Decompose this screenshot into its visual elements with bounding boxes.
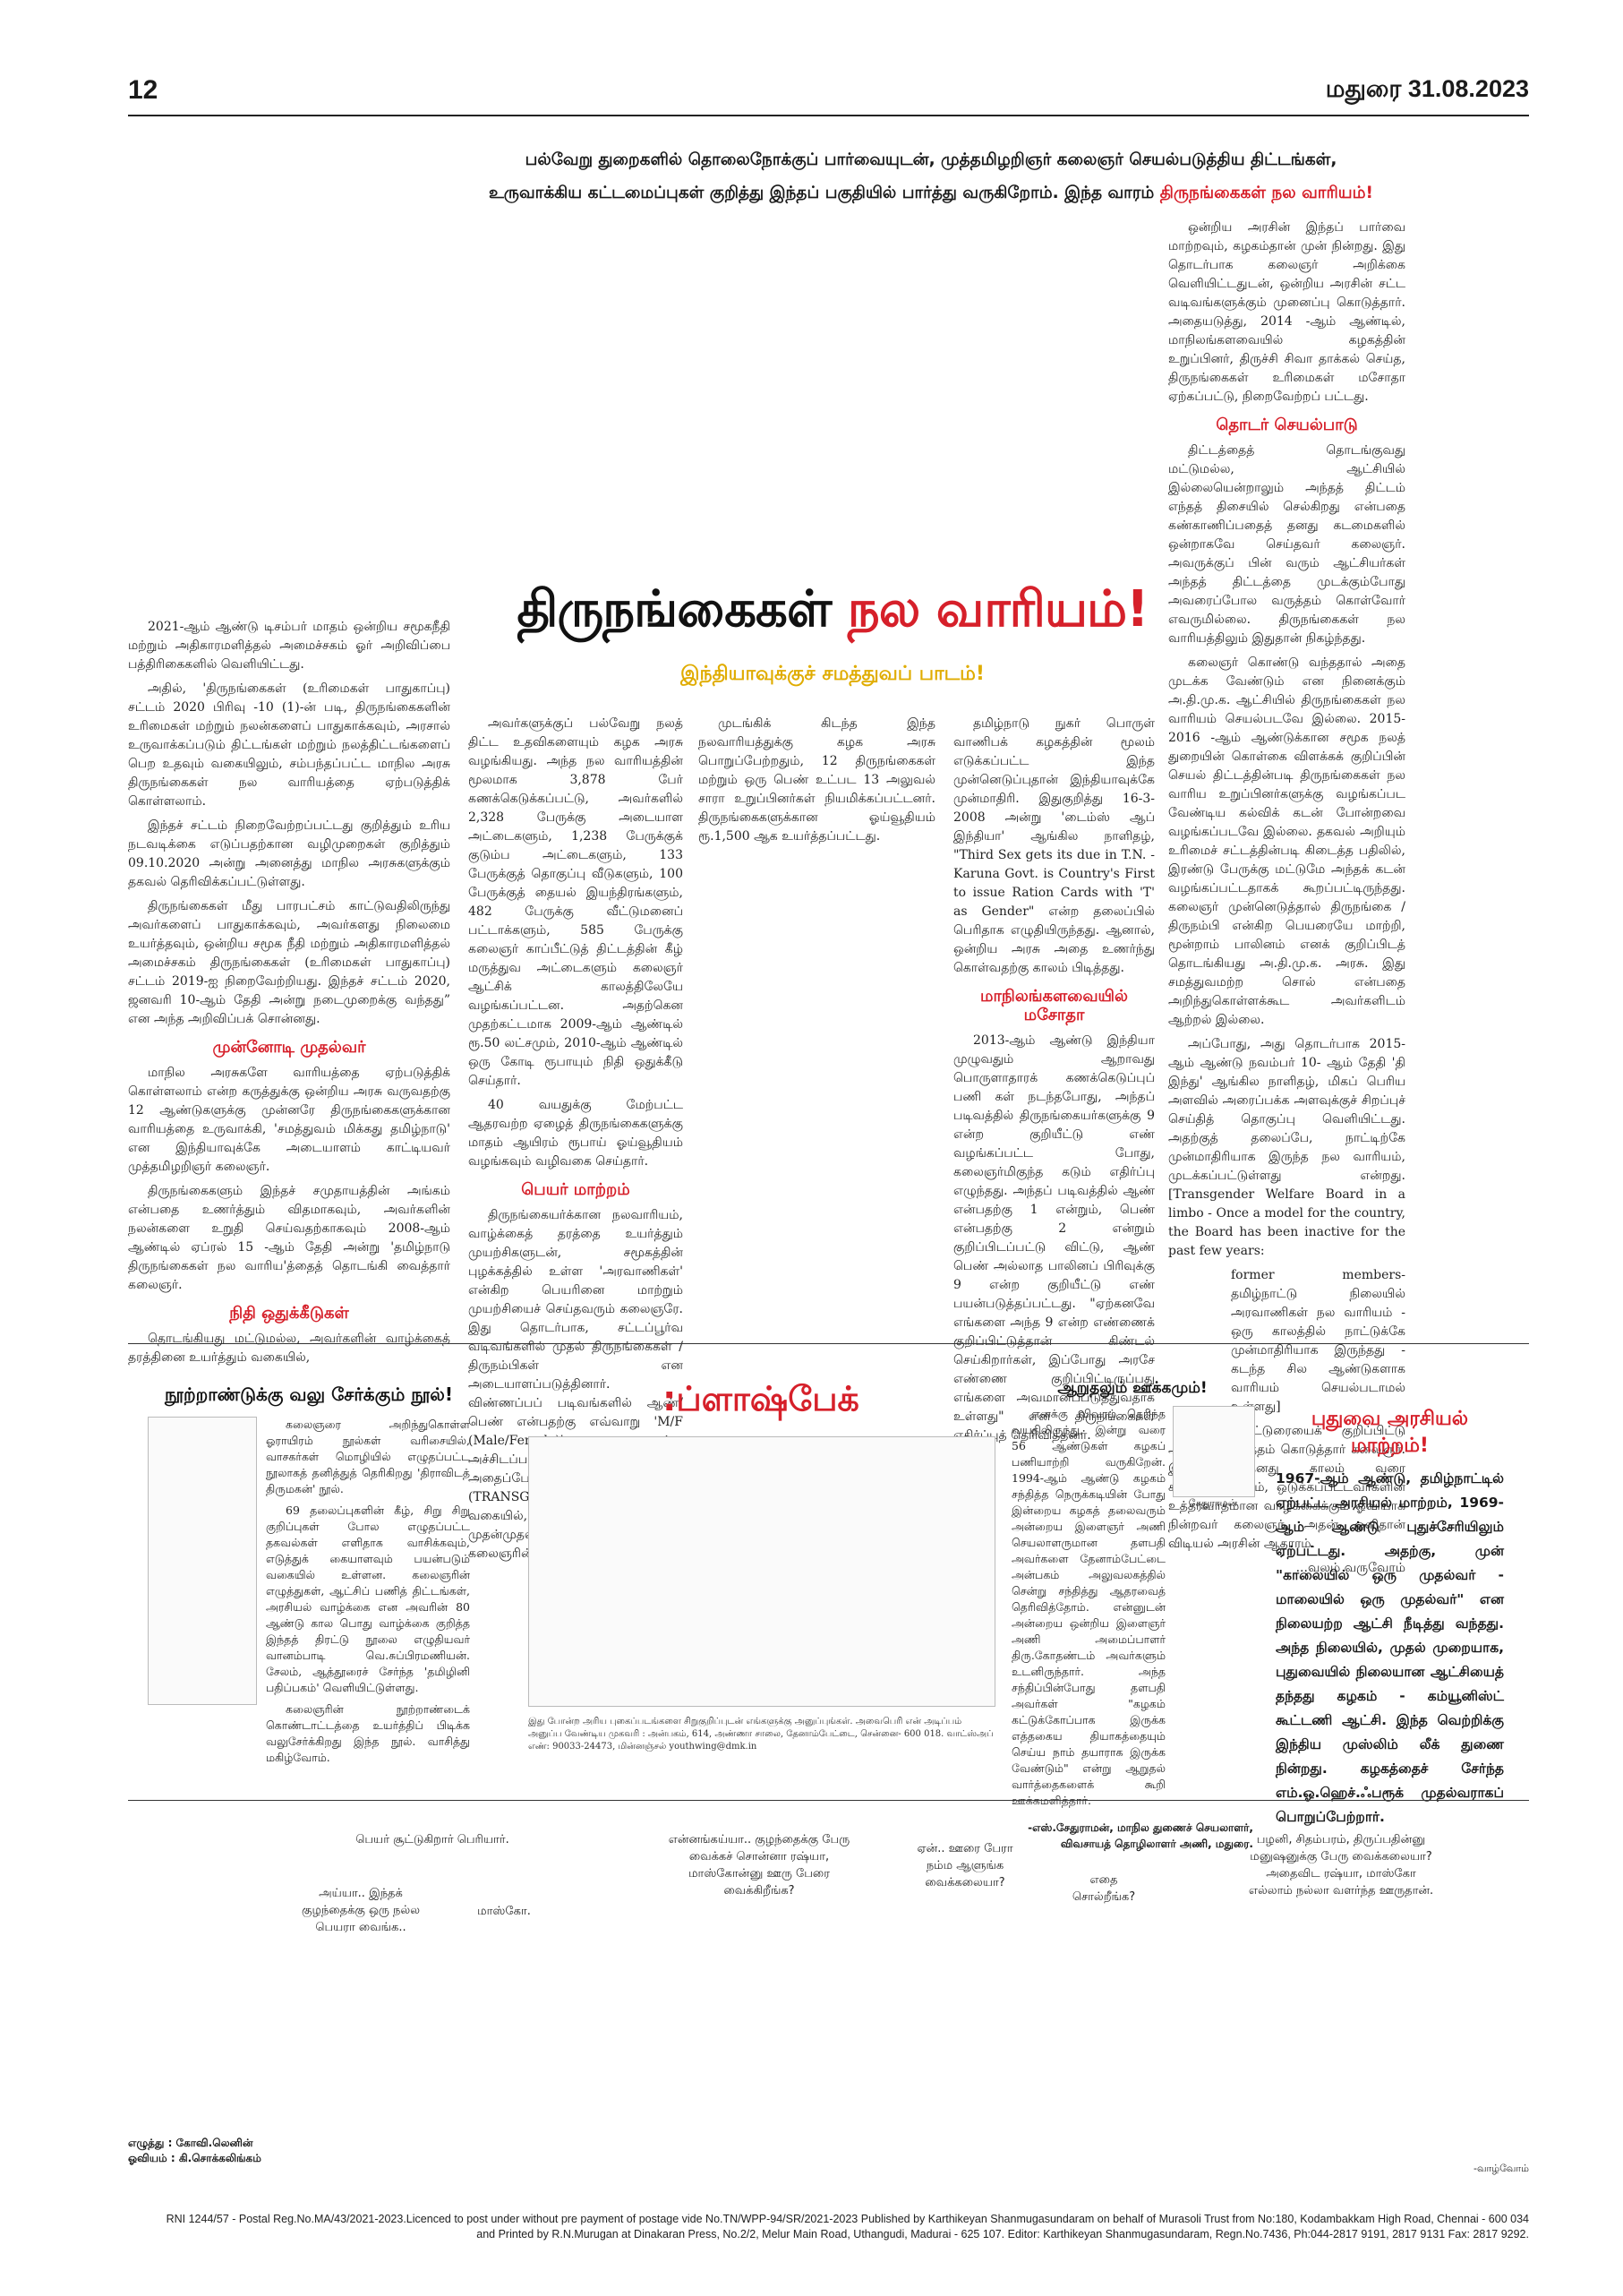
speech-bubble: பழனி, சிதம்பரம், திருப்பதின்னு மனுஷனுக்க…: [1248, 1833, 1434, 1898]
paragraph: கலைஞரை அறிந்துகொள்ள ஓராயிரம் நூல்கள் வரி…: [266, 1418, 470, 1495]
paragraph: இந்தச் சட்டம் நிறைவேற்றப்பட்டது குறித்து…: [128, 818, 450, 889]
paragraph: கலைஞர் கொண்டு வந்ததால் அதை முடக்க வேண்டு…: [1168, 655, 1405, 1027]
paragraph: 2021-ஆம் ஆண்டு டிசம்பர் மாதம் ஒன்றிய சமூ…: [128, 620, 450, 672]
article-kicker: இந்தியாவுக்குச் சமத்துவப் பாடம்!: [680, 663, 985, 685]
article-title: திருநங்கைகள் நல வாரியம்!: [488, 578, 1177, 642]
book-cover-image: [148, 1417, 257, 1705]
paragraph: முடங்கிக் கிடந்த இந்த நலவாரியத்துக்கு கழ…: [698, 716, 935, 844]
speech-bubble: அய்யா.. இந்தக் குழந்தைக்கு ஒரு நல்ல பெயர…: [302, 1887, 420, 1934]
flashback-box: :ப்ளாஷ்பேக் இது போன்ற அரிய புகைப்படங்களை…: [528, 1379, 995, 1753]
puducherry-box: புதுவை அரசியல் மாற்றம்! 1967-ஆம் ஆண்டு, …: [1276, 1406, 1504, 1829]
speech-bubble: ஏன்.. ஊரை பேரா நம்ம ஆளுங்க வைக்கலையா?: [917, 1842, 1013, 1889]
paragraph: அப்போது, அது தொடர்பாக 2015-ஆம் ஆண்டு நவம…: [1168, 1037, 1405, 1258]
paragraph: திட்டத்தைத் தொடங்குவது மட்டுமல்ல, ஆட்சிய…: [1168, 443, 1405, 646]
photo-label: சேதுராமன்: [1188, 1497, 1238, 1509]
footer-line-1: RNI 1244/57 - Postal Reg.No.MA/43/2021-2…: [166, 2213, 1529, 2225]
author-photo: [1173, 1406, 1255, 1497]
speech-bubble: என்னங்கய்யா.. குழந்தைக்கு பேரு வைக்கச் ச…: [668, 1833, 850, 1898]
flashback-photo: [528, 1436, 995, 1707]
section-divider: [128, 1800, 1529, 1801]
article-column-4: தமிழ்நாடு நுகர் பொருள் வாணிபக் கழகத்தின்…: [953, 715, 1155, 1451]
credit-artist: ஓவியம் : கி.சொக்கலிங்கம்: [128, 2152, 261, 2164]
paragraph: 40 வயதுக்கு மேற்பட்ட ஆதரவற்ற ஏழைத் திருந…: [468, 1098, 683, 1169]
subheading: மாநிலங்களவையில் மசோதா: [980, 987, 1128, 1024]
speech-bubble: மாஸ்கோ.: [477, 1905, 531, 1918]
signoff: ...வலம் வருவோம்: [1295, 1561, 1405, 1575]
comic-credits: எழுத்து : கோவி.லெனின் ஓவியம் : கி.சொக்கல…: [128, 2136, 261, 2166]
book-box: நூற்றாண்டுக்கு வலு சேர்க்கும் நூல்! கலைஞ…: [148, 1384, 470, 1771]
imprint-footer: RNI 1244/57 - Postal Reg.No.MA/43/2021-2…: [128, 2212, 1529, 2242]
paragraph: அதில், 'திருநங்கைகள் (உரிமைகள் பாதுகாப்ப…: [128, 681, 450, 809]
paragraph: தமிழ்நாடு நுகர் பொருள் வாணிபக் கழகத்தின்…: [953, 716, 1155, 975]
paragraph: 2013-ஆம் ஆண்டு இந்தியா முழுவதும் ஆறாவது …: [953, 1033, 1155, 1443]
paragraph: தொடங்கியது மட்டுமல்ல, அவர்களின் வாழ்க்கை…: [128, 1332, 450, 1365]
intro-highlight: திருநங்கைகள் நல வாரியம்!: [1159, 184, 1373, 202]
title-part-1: திருநங்கைகள்: [517, 580, 832, 638]
box-title: புதுவை அரசியல் மாற்றம்!: [1311, 1408, 1469, 1457]
flashback-note: இது போன்ற அரிய புகைப்படங்களை சிறுகுறிப்ப…: [528, 1717, 994, 1752]
signature: -எஸ்.சேதுராமன், மாநில துணைச் செயலாளர், வ…: [1028, 1821, 1253, 1850]
dateline: மதுரை 31.08.2023: [1325, 75, 1529, 102]
page-number: 12: [128, 75, 158, 105]
paragraph: அவர்களுக்குப் பல்வேறு நலத் திட்ட உதவிகளை…: [468, 716, 683, 1088]
article-column-3: முடங்கிக் கிடந்த இந்த நலவாரியத்துக்கு கழ…: [698, 715, 935, 852]
section-divider: [128, 1343, 1529, 1344]
box-title: நூற்றாண்டுக்கு வலு சேர்க்கும் நூல்!: [164, 1384, 454, 1405]
series-intro: பல்வேறு துறைகளில் தொலைநோக்குப் பார்வையுட…: [483, 143, 1379, 210]
flashback-title: :ப்ளாஷ்பேக்: [662, 1379, 859, 1418]
paragraph: எனக்கு விவரம் தெரிந்த வயதிலிருந்து, இன்ற…: [1012, 1407, 1166, 1807]
comic-strip: பெயர் சூட்டுகிறார் பெரியார். அய்யா.. இந்…: [128, 1813, 1529, 2198]
paragraph: கலைஞரின் நூற்றாண்டைக் கொண்டாட்டத்தை உயர்…: [266, 1702, 470, 1764]
header-rule: [128, 115, 1529, 116]
article-right-column: ஒன்றிய அரசின் இந்தப் பார்வை மாற்றவும், க…: [1168, 218, 1405, 1578]
box-title: ஆறுதலும் ஊக்கமும்!: [1057, 1379, 1208, 1397]
comic-continue: -வாழ்வோம்: [1473, 2163, 1529, 2174]
article-column-1: 2021-ஆம் ஆண்டு டிசம்பர் மாதம் ஒன்றிய சமூ…: [128, 618, 450, 1373]
speech-bubble: எதை சொல்றீங்க?: [1072, 1873, 1136, 1904]
paragraph: 69 தலைப்புகளின் கீழ், சிறு சிறு குறிப்பு…: [266, 1504, 470, 1694]
intro-text: பல்வேறு துறைகளில் தொலைநோக்குப் பார்வையுட…: [489, 150, 1337, 202]
credit-writer: எழுத்து : கோவி.லெனின்: [128, 2137, 253, 2149]
subheading: முன்னோடி முதல்வர்: [212, 1038, 366, 1057]
paragraph: திருநங்கைகள் மீது பாரபட்சம் காட்டுவதிலிர…: [128, 899, 450, 1026]
paragraph: 1967-ஆம் ஆண்டு, தமிழ்நாட்டில் ஏற்பட்ட அர…: [1276, 1470, 1504, 1825]
subheading: நிதி ஒதுக்கீடுகள்: [229, 1304, 349, 1323]
quote: former members- தமிழ்நாட்டு நிலையில் அரவ…: [1231, 1268, 1405, 1414]
subheading: தொடர் செயல்பாடு: [1216, 416, 1358, 434]
paragraph: திருநங்கைகளும் இந்தச் சமுதாயத்தின் அங்கம…: [128, 1184, 450, 1292]
subheading: பெயர் மாற்றம்: [521, 1180, 630, 1199]
comfort-box: ஆறுதலும் ஊக்கமும்! எனக்கு விவரம் தெரிந்த…: [1012, 1379, 1255, 1852]
footer-line-2: and Printed by R.N.Murugan at Dinakaran …: [476, 2228, 1529, 2240]
title-part-2: நல வாரியம்!: [847, 580, 1149, 638]
caption: பெயர் சூட்டுகிறார் பெரியார்.: [355, 1833, 509, 1846]
paragraph: மாநில அரசுகளே வாரியத்தை ஏற்படுத்திக் கொள…: [128, 1066, 450, 1174]
paragraph: ஒன்றிய அரசின் இந்தப் பார்வை மாற்றவும், க…: [1168, 220, 1405, 404]
